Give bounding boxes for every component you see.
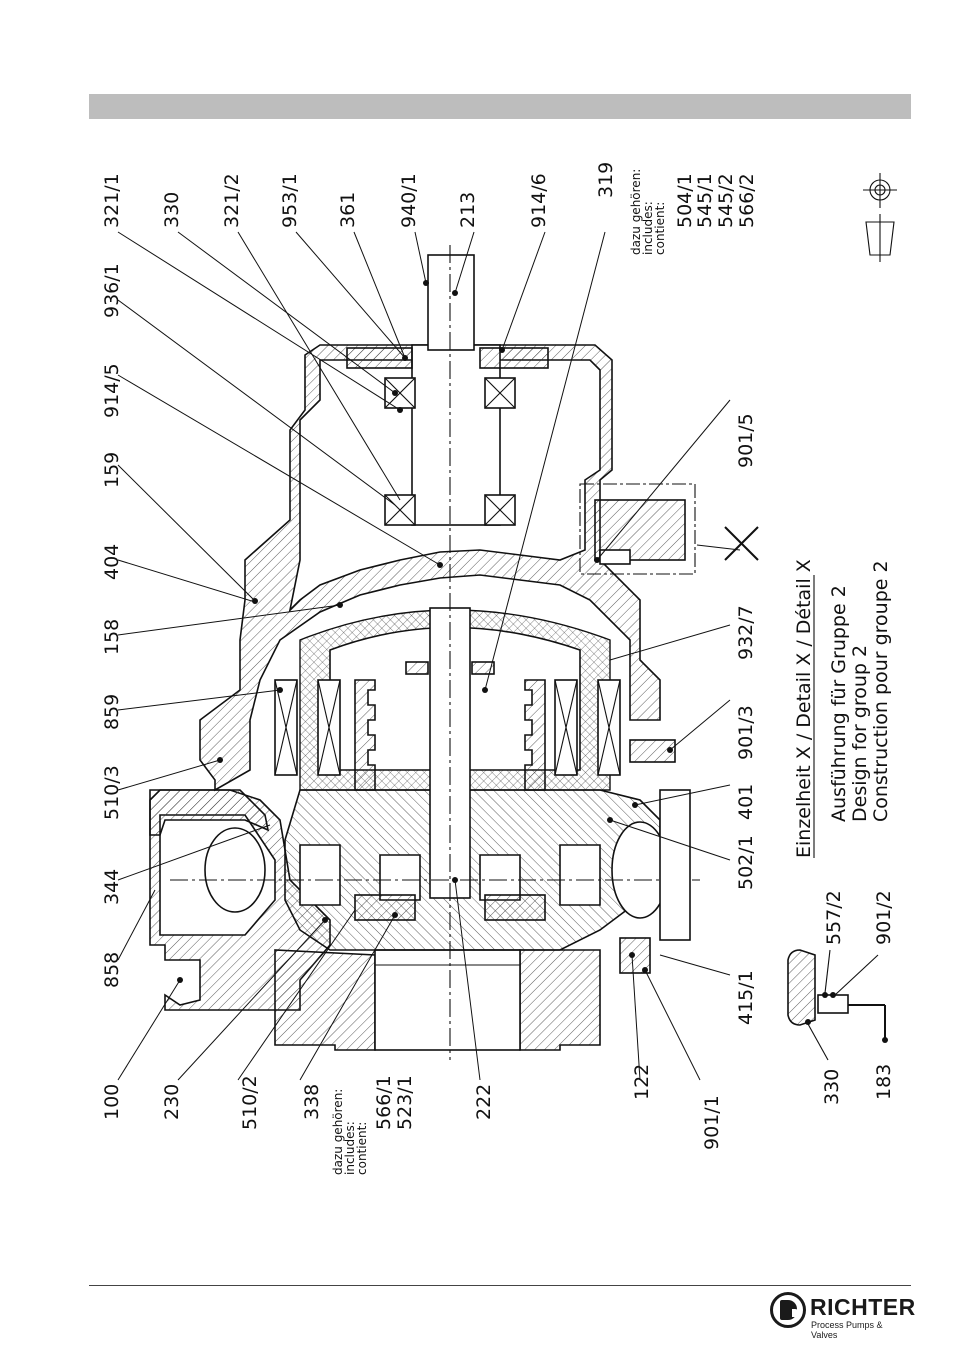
- label-338: 338: [301, 1084, 323, 1120]
- footer-divider: [89, 1285, 911, 1286]
- label-group-side: 936/1 914/5 159 404 158 859 510/3 344 85…: [101, 263, 123, 988]
- bearings: [384, 377, 516, 526]
- detail-line-en: Design for group 2: [849, 645, 871, 822]
- label-859: 859: [101, 694, 123, 730]
- detail-caption: Einzelheit X / Detail X / Détail X Ausfü…: [793, 559, 895, 1105]
- label-504-1: 504/1: [674, 173, 696, 228]
- includes-en-bottom: includes:: [343, 1121, 357, 1175]
- label-404: 404: [101, 544, 123, 580]
- label-545-1: 545/1: [694, 173, 716, 228]
- richter-logo: RICHTER Process Pumps & Valves: [770, 1292, 915, 1342]
- outer-magnets: [274, 679, 621, 776]
- label-557-2: 557/2: [823, 890, 845, 945]
- includes-en-top: includes:: [641, 201, 655, 255]
- richter-logo-mark-icon: [770, 1292, 806, 1328]
- label-222: 222: [473, 1084, 495, 1120]
- label-940-1: 940/1: [398, 173, 420, 228]
- label-545-2: 545/2: [715, 173, 737, 228]
- logo-tagline: Process Pumps & Valves: [811, 1320, 883, 1340]
- leader-lines: [117, 231, 741, 1081]
- label-321-2: 321/2: [221, 173, 243, 228]
- label-319: 319: [595, 162, 617, 198]
- label-901-1: 901/1: [701, 1095, 723, 1150]
- label-901-5: 901/5: [735, 413, 757, 468]
- pump-body: [149, 245, 700, 1060]
- detail-x-drawing: [787, 949, 888, 1043]
- label-330-detail: 330: [821, 1069, 843, 1105]
- label-914-6: 914/6: [528, 173, 550, 228]
- label-100: 100: [101, 1084, 123, 1120]
- label-361: 361: [337, 192, 359, 228]
- header-bar: [89, 94, 911, 119]
- includes-fr-top: contient:: [653, 202, 667, 255]
- label-122: 122: [631, 1064, 653, 1100]
- label-510-2: 510/2: [239, 1075, 261, 1130]
- label-566-2: 566/2: [736, 173, 758, 228]
- detail-line-de: Ausführung für Gruppe 2: [828, 585, 850, 822]
- label-936-1: 936/1: [101, 263, 123, 318]
- label-group-right: 901/5 932/7 901/3 401 502/1 415/1: [735, 413, 757, 1025]
- label-914-5: 914/5: [101, 363, 123, 418]
- label-566-1: 566/1: [373, 1075, 395, 1130]
- label-158: 158: [101, 619, 123, 655]
- detail-line-fr: Construction pour groupe 2: [870, 560, 892, 822]
- label-953-1: 953/1: [279, 173, 301, 228]
- label-401: 401: [735, 784, 757, 820]
- label-330: 330: [161, 192, 183, 228]
- includes-de-top: dazu gehören:: [629, 169, 643, 255]
- includes-de-bottom: dazu gehören:: [331, 1089, 345, 1175]
- label-523-1: 523/1: [394, 1075, 416, 1130]
- label-901-3: 901/3: [735, 705, 757, 760]
- label-183: 183: [873, 1064, 895, 1100]
- label-213: 213: [457, 192, 479, 228]
- detail-x-marker: [724, 526, 759, 561]
- label-321-1: 321/1: [101, 173, 123, 228]
- includes-fr-bottom: contient:: [355, 1122, 369, 1175]
- label-901-2: 901/2: [873, 890, 895, 945]
- logo-name: RICHTER: [810, 1294, 916, 1320]
- label-502-1: 502/1: [735, 835, 757, 890]
- detail-title: Einzelheit X / Detail X / Détail X: [793, 559, 815, 858]
- label-159: 159: [101, 452, 123, 488]
- label-group-top: 321/1 330 321/2 953/1 361 940/1 213 914/…: [101, 162, 758, 255]
- label-230: 230: [161, 1084, 183, 1120]
- label-344: 344: [101, 869, 123, 905]
- label-415-1: 415/1: [735, 970, 757, 1025]
- label-510-3: 510/3: [101, 765, 123, 820]
- label-932-7: 932/7: [735, 605, 757, 660]
- projection-symbol: [863, 173, 897, 262]
- label-858: 858: [101, 952, 123, 988]
- part-markers: [177, 280, 673, 983]
- label-group-bottom: 100 230 510/2 338 222 122 901/1 dazu geh…: [101, 1064, 723, 1175]
